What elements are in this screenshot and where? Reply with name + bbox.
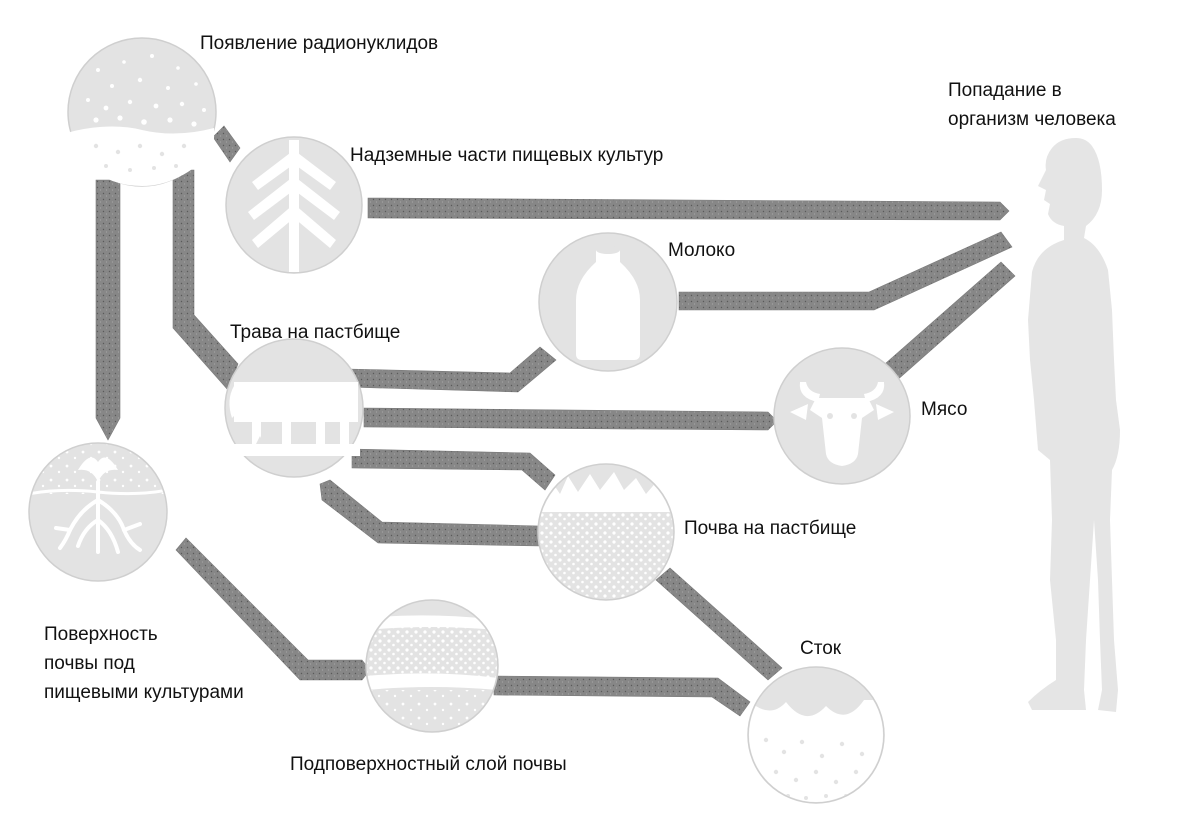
milk-icon — [538, 232, 678, 372]
label-deposition: Появление радионуклидов — [200, 33, 439, 54]
label-pasture-soil: Почва на пастбище — [684, 518, 857, 539]
arrow-deposition-to-grass — [172, 169, 239, 391]
pasture-soil-icon — [537, 463, 675, 601]
arrow-crops-to-human — [367, 197, 1010, 221]
deposition-icon — [67, 37, 217, 187]
label-milk: Молоко — [668, 240, 736, 261]
arrow-pasture-soil-to-grass — [319, 479, 541, 547]
crops-icon — [225, 136, 363, 274]
human-icon — [1028, 138, 1120, 712]
label-surface-soil: Поверхность почвы под пищевыми культурам… — [44, 620, 244, 707]
label-surface-soil-line2: почвы под — [44, 653, 135, 674]
arrow-grass-to-pasture-soil — [351, 448, 556, 491]
arrow-subsurface-to-runoff — [493, 675, 751, 717]
label-human: Попадание в организм человека — [948, 76, 1116, 134]
grass-icon — [224, 338, 364, 478]
arrow-milk-to-human — [678, 231, 1013, 311]
runoff-icon — [747, 666, 885, 804]
meat-icon — [773, 347, 911, 485]
label-grass: Трава на пастбище — [230, 322, 401, 343]
surface-soil-icon — [28, 442, 168, 582]
label-human-line1: Попадание в — [948, 80, 1062, 101]
label-meat: Мясо — [921, 399, 968, 420]
label-human-line2: организм человека — [948, 109, 1116, 130]
label-crops: Надземные части пищевых культур — [350, 145, 664, 166]
label-subsurface-soil: Подповерхностный слой почвы — [290, 754, 567, 775]
arrow-deposition-to-surface-soil — [95, 179, 121, 441]
arrow-pasture-soil-to-runoff — [655, 567, 783, 681]
arrow-deposition-to-crops — [212, 125, 241, 163]
subsurface-soil-icon — [365, 599, 499, 733]
label-surface-soil-line1: Поверхность — [44, 624, 158, 645]
label-runoff: Сток — [800, 638, 842, 659]
arrow-grass-to-meat — [363, 407, 778, 431]
label-surface-soil-line3: пищевыми культурами — [44, 682, 244, 703]
arrow-grass-to-milk — [346, 346, 557, 393]
